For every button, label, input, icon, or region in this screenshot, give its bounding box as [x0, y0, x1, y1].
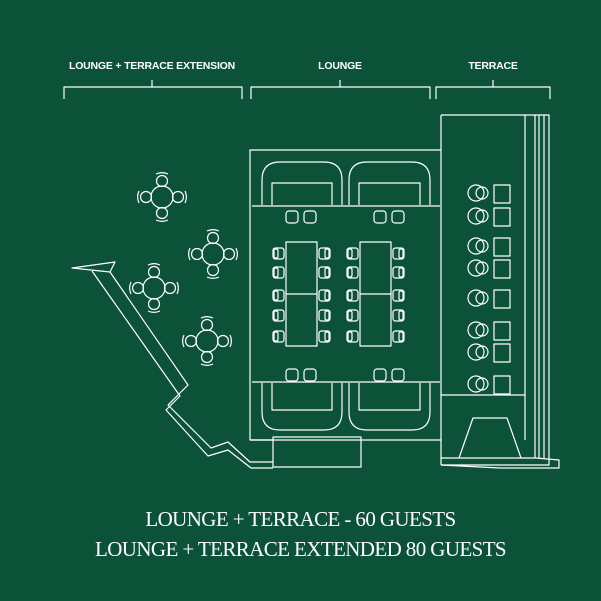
round-chair: [200, 350, 214, 364]
booth-bottom-right: [348, 383, 431, 431]
chair-back: [137, 190, 140, 204]
round-table: [201, 242, 225, 266]
round-chair: [200, 318, 214, 332]
bracket-extension: [63, 80, 243, 99]
zone-label-terrace: TERRACE: [468, 60, 518, 72]
chair-back: [184, 190, 187, 204]
round-chair: [190, 247, 204, 261]
chair-back: [155, 172, 169, 175]
table-chairs: [272, 247, 405, 343]
round-table: [150, 185, 174, 209]
round-chair: [184, 334, 198, 348]
round-table-set-1: [137, 172, 187, 222]
chair-back: [200, 363, 214, 366]
booths: [252, 161, 440, 431]
door-block: [272, 436, 362, 468]
round-chair: [216, 334, 230, 348]
terrace-seating: [467, 184, 511, 395]
chair-back: [235, 247, 238, 261]
bracket-terrace: [435, 80, 551, 99]
zone-brackets: [63, 80, 551, 99]
chair-back: [206, 276, 220, 279]
chair-back: [129, 281, 132, 295]
round-table-set-3: [129, 263, 179, 313]
chair-back: [176, 281, 179, 295]
booth-stools: [285, 210, 405, 382]
chair-back: [147, 263, 161, 266]
round-chair: [155, 174, 169, 188]
booth-bottom-left: [261, 383, 343, 431]
round-chair: [222, 247, 236, 261]
zone-label-lounge-terrace-extension: LOUNGE + TERRACE EXTENSION: [68, 60, 236, 72]
round-chair: [139, 190, 153, 204]
round-chair: [206, 263, 220, 277]
round-chair: [147, 297, 161, 311]
round-chair: [131, 281, 145, 295]
round-chair: [155, 206, 169, 220]
round-chair: [171, 190, 185, 204]
chair-back: [182, 334, 185, 348]
capacity-caption-extended: LOUNGE + TERRACE EXTENDED 80 GUESTS: [94, 537, 507, 561]
walls: [249, 114, 560, 469]
bracket-lounge: [250, 80, 431, 99]
zone-label-lounge: LOUNGE: [318, 60, 362, 72]
round-chair: [163, 281, 177, 295]
round-chair: [206, 231, 220, 245]
capacity-caption-lounge-terrace: LOUNGE + TERRACE - 60 GUESTS: [145, 507, 456, 531]
lounge-wall: [249, 115, 442, 441]
round-chair: [147, 265, 161, 279]
booth-top-right: [348, 161, 431, 205]
terrace-wall: [441, 114, 550, 466]
round-table-set-2: [188, 229, 238, 279]
chair-back: [188, 247, 191, 261]
chair-back: [229, 334, 232, 348]
long-tables: [285, 241, 392, 347]
chair-back: [155, 219, 169, 222]
chair-back: [147, 310, 161, 313]
booth-top-left: [261, 161, 343, 205]
chair-back: [200, 316, 214, 319]
round-table: [142, 276, 166, 300]
round-tables: [129, 172, 238, 366]
round-table: [195, 329, 219, 353]
round-table-set-4: [182, 316, 232, 366]
chair-back: [206, 229, 220, 232]
extension-wall: [71, 261, 273, 469]
